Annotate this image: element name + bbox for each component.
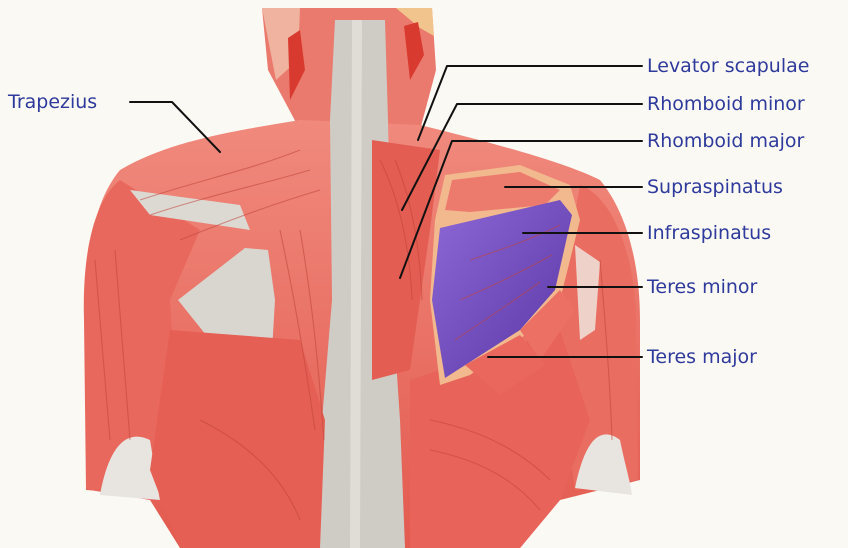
label-rhomboid-minor: Rhomboid minor	[647, 93, 805, 115]
label-rhomboid-major: Rhomboid major	[647, 130, 804, 152]
label-teres-major: Teres major	[646, 346, 757, 368]
label-teres-minor: Teres minor	[646, 276, 758, 298]
label-infraspinatus: Infraspinatus	[647, 222, 771, 244]
spine-highlight	[350, 20, 362, 548]
label-trapezius: Trapezius	[7, 91, 97, 113]
label-supraspinatus: Supraspinatus	[647, 176, 783, 198]
left-latissimus	[150, 330, 325, 548]
label-levator-scapulae: Levator scapulae	[647, 55, 809, 77]
